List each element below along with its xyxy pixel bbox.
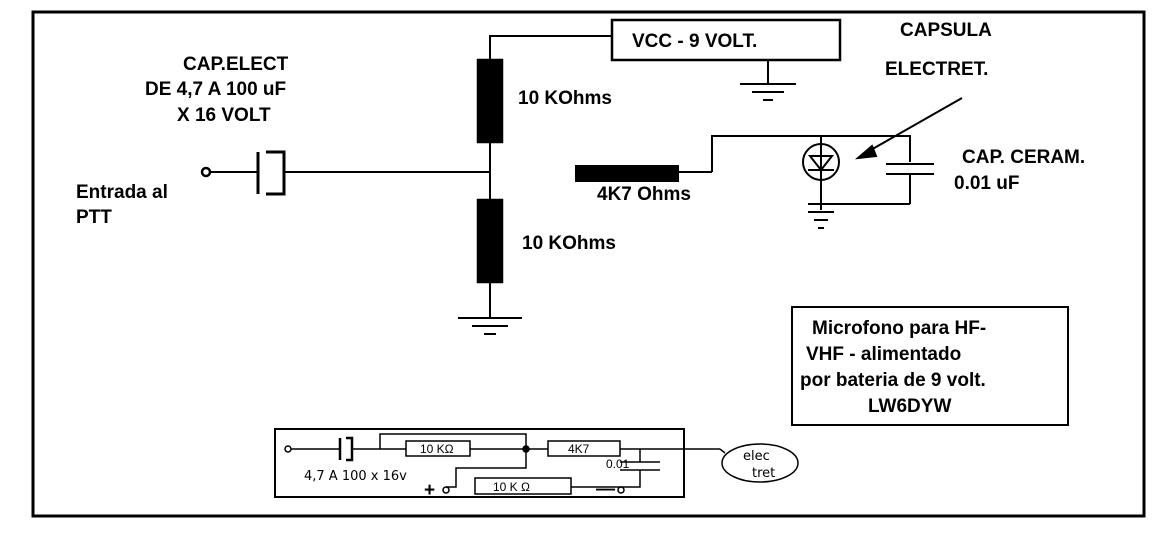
- main-ground-symbol: [458, 317, 522, 335]
- cap-elect-label-3: X 16 VOLT: [177, 105, 271, 126]
- input-label-1: Entrada al: [76, 182, 168, 203]
- capsule-ground-symbol: [808, 211, 834, 229]
- resistor-bottom-symbol: [476, 198, 504, 318]
- layout-cap-value: 4,7 A 100 x 16v: [304, 469, 407, 484]
- r-top-label: 10 KOhms: [518, 88, 612, 109]
- layout-r2-label: 10 K Ω: [493, 480, 530, 494]
- note-line-4: LW6DYW: [868, 396, 951, 417]
- input-label-2: PTT: [76, 207, 112, 228]
- layout-plus-label: +: [424, 480, 435, 501]
- note-box: [791, 306, 1069, 426]
- cap-elect-label-2: DE 4,7 A 100 uF: [145, 79, 286, 100]
- capsula-label-1: CAPSULA: [900, 20, 992, 41]
- r-bottom-label: 10 KOhms: [522, 233, 616, 254]
- vcc-box: [610, 18, 842, 62]
- capsule-pointer-arrow: [854, 97, 963, 160]
- cap-elect-label-1: CAP.ELECT: [183, 54, 289, 75]
- electret-capsule-symbol: [802, 136, 910, 210]
- resistor-series-symbol: [575, 135, 911, 182]
- ceramic-label-1: CAP. CERAM.: [962, 147, 1085, 168]
- ceramic-capacitor-symbol: [886, 163, 934, 204]
- resistor-top-symbol: [476, 35, 612, 200]
- outer-frame: [31, 10, 1146, 518]
- layout-elect-label-2: tret: [752, 466, 775, 481]
- layout-minus-label: —: [596, 479, 615, 500]
- layout-r1-label: 10 KΩ: [420, 442, 454, 456]
- vcc-label: VCC - 9 VOLT.: [632, 31, 757, 52]
- ceramic-label-2: 0.01 uF: [954, 173, 1019, 194]
- electrolytic-capacitor-symbol: [256, 150, 490, 196]
- layout-board-outline: [274, 428, 685, 498]
- layout-elect-label-1: elec: [743, 449, 770, 464]
- layout-sketch: [274, 428, 799, 498]
- note-line-3: por bateria de 9 volt.: [800, 370, 986, 391]
- layout-r3-label: 4K7: [568, 442, 590, 456]
- note-line-1: Microfono para HF-: [812, 318, 986, 339]
- layout-cap-label: 0.01: [606, 457, 630, 471]
- r-series-label: 4K7 Ohms: [597, 184, 691, 205]
- capsula-label-2: ELECTRET.: [885, 59, 988, 80]
- note-line-2: VHF - alimentado: [806, 344, 961, 365]
- input-terminal: [200, 166, 258, 178]
- vcc-ground-symbol: [740, 60, 796, 101]
